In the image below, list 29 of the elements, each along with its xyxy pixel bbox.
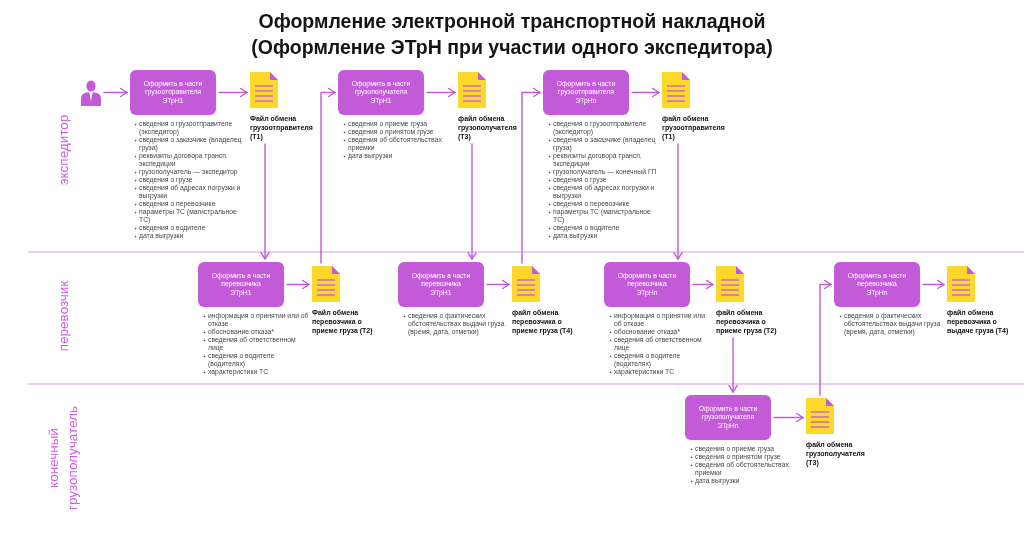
arrow	[260, 143, 270, 260]
arrow	[467, 143, 477, 260]
lane-label: перевозчик	[54, 280, 72, 352]
process-box	[198, 262, 284, 307]
arrow	[286, 279, 310, 290]
arrow	[728, 337, 738, 393]
process-box	[604, 262, 690, 307]
arrow	[631, 87, 660, 98]
arrow	[218, 87, 248, 98]
arrow	[673, 143, 683, 260]
process-box	[398, 262, 484, 307]
arrow	[521, 87, 541, 264]
arrow	[103, 87, 128, 98]
arrow	[922, 279, 945, 290]
arrow	[692, 279, 714, 290]
process-box	[685, 395, 771, 440]
process-box	[338, 70, 424, 115]
person-icon	[81, 80, 101, 106]
diagram-title: Оформление электронной транспортной накладной (Оформление ЭТрН при участии одного экспедитора)	[250, 9, 774, 60]
lane-label: конечный грузополучатель	[45, 405, 81, 512]
lane-label: экспедитор	[54, 114, 72, 186]
process-box	[834, 262, 920, 307]
process-box	[543, 70, 629, 115]
process-box	[130, 70, 216, 115]
arrow	[426, 87, 456, 98]
arrow	[486, 279, 510, 290]
arrow	[773, 412, 804, 423]
arrow	[320, 87, 336, 264]
arrow	[819, 279, 832, 396]
